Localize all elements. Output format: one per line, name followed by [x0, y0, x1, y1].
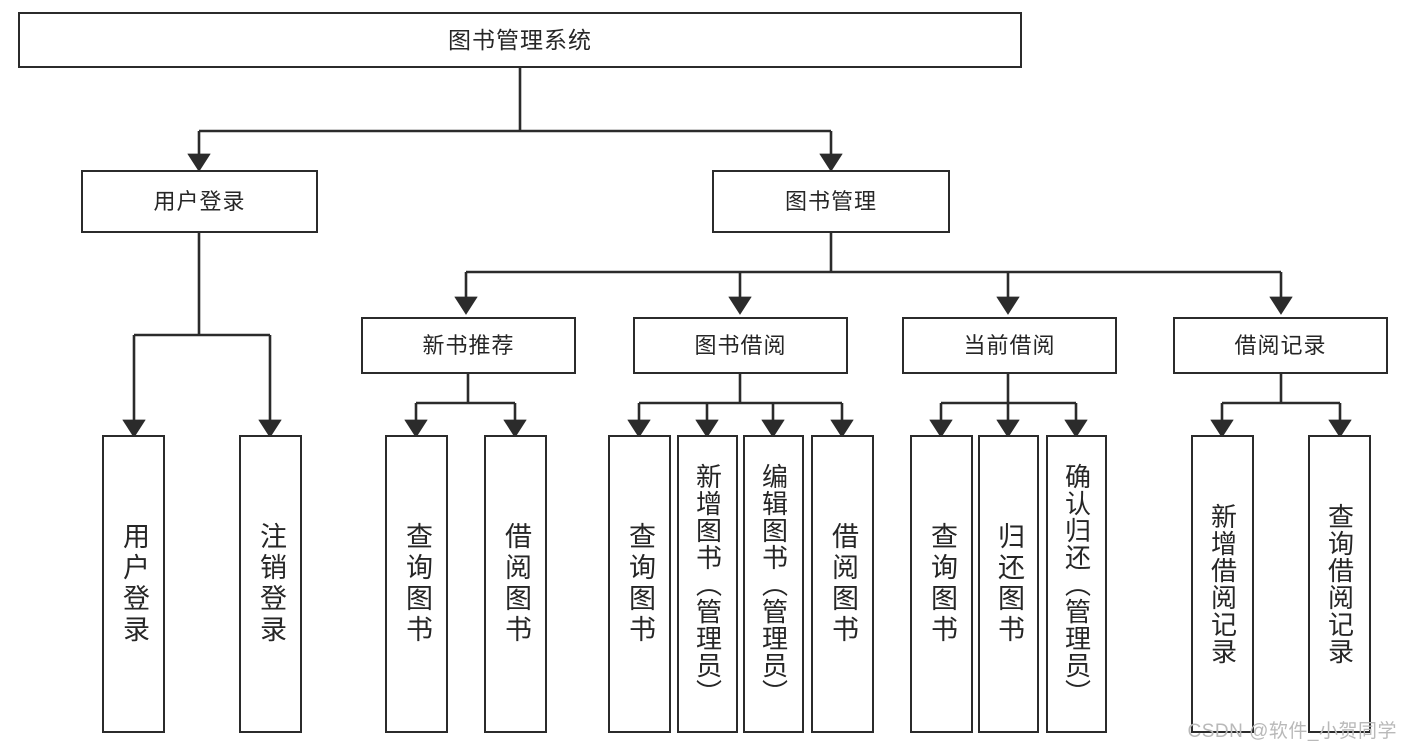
leaf-add-record[interactable]: 新增借阅记录 [1191, 435, 1254, 733]
node-user-login[interactable]: 用户登录 [81, 170, 318, 233]
leaf-edit-book[interactable]: 编辑图书（管理员） [743, 435, 804, 733]
watermark: CSDN @软件_小贺同学 [1187, 721, 1397, 742]
leaf-borrow-book-2-label: 借阅图书 [828, 522, 858, 646]
leaf-query-book-3-label: 查询图书 [927, 522, 957, 646]
node-borrow-record[interactable]: 借阅记录 [1173, 317, 1388, 374]
leaf-logout-label: 注销登录 [256, 522, 286, 646]
leaf-return-book[interactable]: 归还图书 [978, 435, 1039, 733]
leaf-query-book-2-label: 查询图书 [625, 522, 655, 646]
leaf-confirm-return-label: 确认归还（管理员） [1061, 462, 1092, 706]
node-book-borrow[interactable]: 图书借阅 [633, 317, 848, 374]
leaf-query-record-label: 查询借阅记录 [1324, 503, 1355, 665]
node-book-borrow-label: 图书借阅 [694, 332, 787, 358]
node-book-manage-label: 图书管理 [784, 188, 877, 214]
node-current-borrow[interactable]: 当前借阅 [902, 317, 1117, 374]
node-new-book-recommend-label: 新书推荐 [422, 332, 515, 358]
leaf-add-record-label: 新增借阅记录 [1207, 503, 1238, 665]
leaf-borrow-book-1-label: 借阅图书 [501, 522, 531, 646]
leaf-user-login[interactable]: 用户登录 [102, 435, 165, 733]
node-user-login-label: 用户登录 [153, 188, 246, 214]
node-root-label: 图书管理系统 [448, 26, 592, 53]
leaf-edit-book-label: 编辑图书（管理员） [758, 462, 789, 706]
leaf-confirm-return[interactable]: 确认归还（管理员） [1046, 435, 1107, 733]
leaf-logout[interactable]: 注销登录 [239, 435, 302, 733]
leaf-query-record[interactable]: 查询借阅记录 [1308, 435, 1371, 733]
node-borrow-record-label: 借阅记录 [1234, 332, 1327, 358]
node-new-book-recommend[interactable]: 新书推荐 [361, 317, 576, 374]
leaf-borrow-book-2[interactable]: 借阅图书 [811, 435, 874, 733]
leaf-return-book-label: 归还图书 [994, 522, 1024, 646]
leaf-query-book-2[interactable]: 查询图书 [608, 435, 671, 733]
node-current-borrow-label: 当前借阅 [963, 332, 1056, 358]
node-book-manage[interactable]: 图书管理 [712, 170, 950, 233]
leaf-user-login-label: 用户登录 [119, 522, 149, 646]
node-root[interactable]: 图书管理系统 [18, 12, 1022, 68]
leaf-add-book-label: 新增图书（管理员） [692, 462, 723, 706]
leaf-add-book[interactable]: 新增图书（管理员） [677, 435, 738, 733]
leaf-query-book-3[interactable]: 查询图书 [910, 435, 973, 733]
leaf-query-book-1-label: 查询图书 [402, 522, 432, 646]
leaf-borrow-book-1[interactable]: 借阅图书 [484, 435, 547, 733]
leaf-query-book-1[interactable]: 查询图书 [385, 435, 448, 733]
